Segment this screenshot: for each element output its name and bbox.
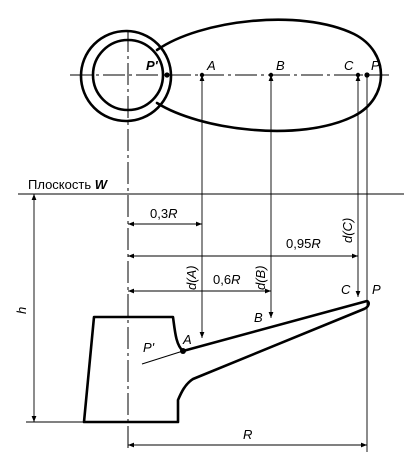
point-p-prime-side <box>180 348 186 354</box>
dim-label-0-95r: 0,95R <box>286 236 321 251</box>
label-p-prime-top: P' <box>146 58 159 73</box>
label-p-prime-side: P' <box>143 340 155 355</box>
label-b-top: B <box>276 58 285 73</box>
side-view: P' A B C P <box>82 282 381 424</box>
label-p-side: P <box>372 282 381 297</box>
label-a-side: A <box>182 332 192 347</box>
point-p-prime-top <box>164 72 170 78</box>
top-view: P' A B C P <box>70 18 392 133</box>
dim-label-0-3r: 0,3R <box>150 206 177 221</box>
dim-label-h: h <box>14 307 29 314</box>
label-c-top: C <box>344 58 354 73</box>
projection-lines <box>127 30 368 452</box>
dim-label-d-c: d(C) <box>340 218 355 243</box>
plane-w-label: Плоскость W <box>28 177 109 192</box>
dim-label-d-b: d(B) <box>253 265 268 290</box>
plane-w: Плоскость W <box>18 177 404 195</box>
label-b-side: B <box>254 310 263 325</box>
outer-ring <box>79 29 173 123</box>
height-dimension: h <box>14 194 84 423</box>
side-profile-outline <box>82 299 370 424</box>
dim-label-0-6r: 0,6R <box>213 272 240 287</box>
dim-label-d-a: d(A) <box>184 265 199 290</box>
horizontal-dimensions: 0,3R 0,95R 0,6R R <box>128 206 367 448</box>
dim-label-r: R <box>243 427 252 442</box>
tangent-extension <box>141 350 184 365</box>
label-c-side: C <box>341 282 351 297</box>
label-p-top: P <box>371 58 380 73</box>
label-a-top: A <box>206 58 216 73</box>
